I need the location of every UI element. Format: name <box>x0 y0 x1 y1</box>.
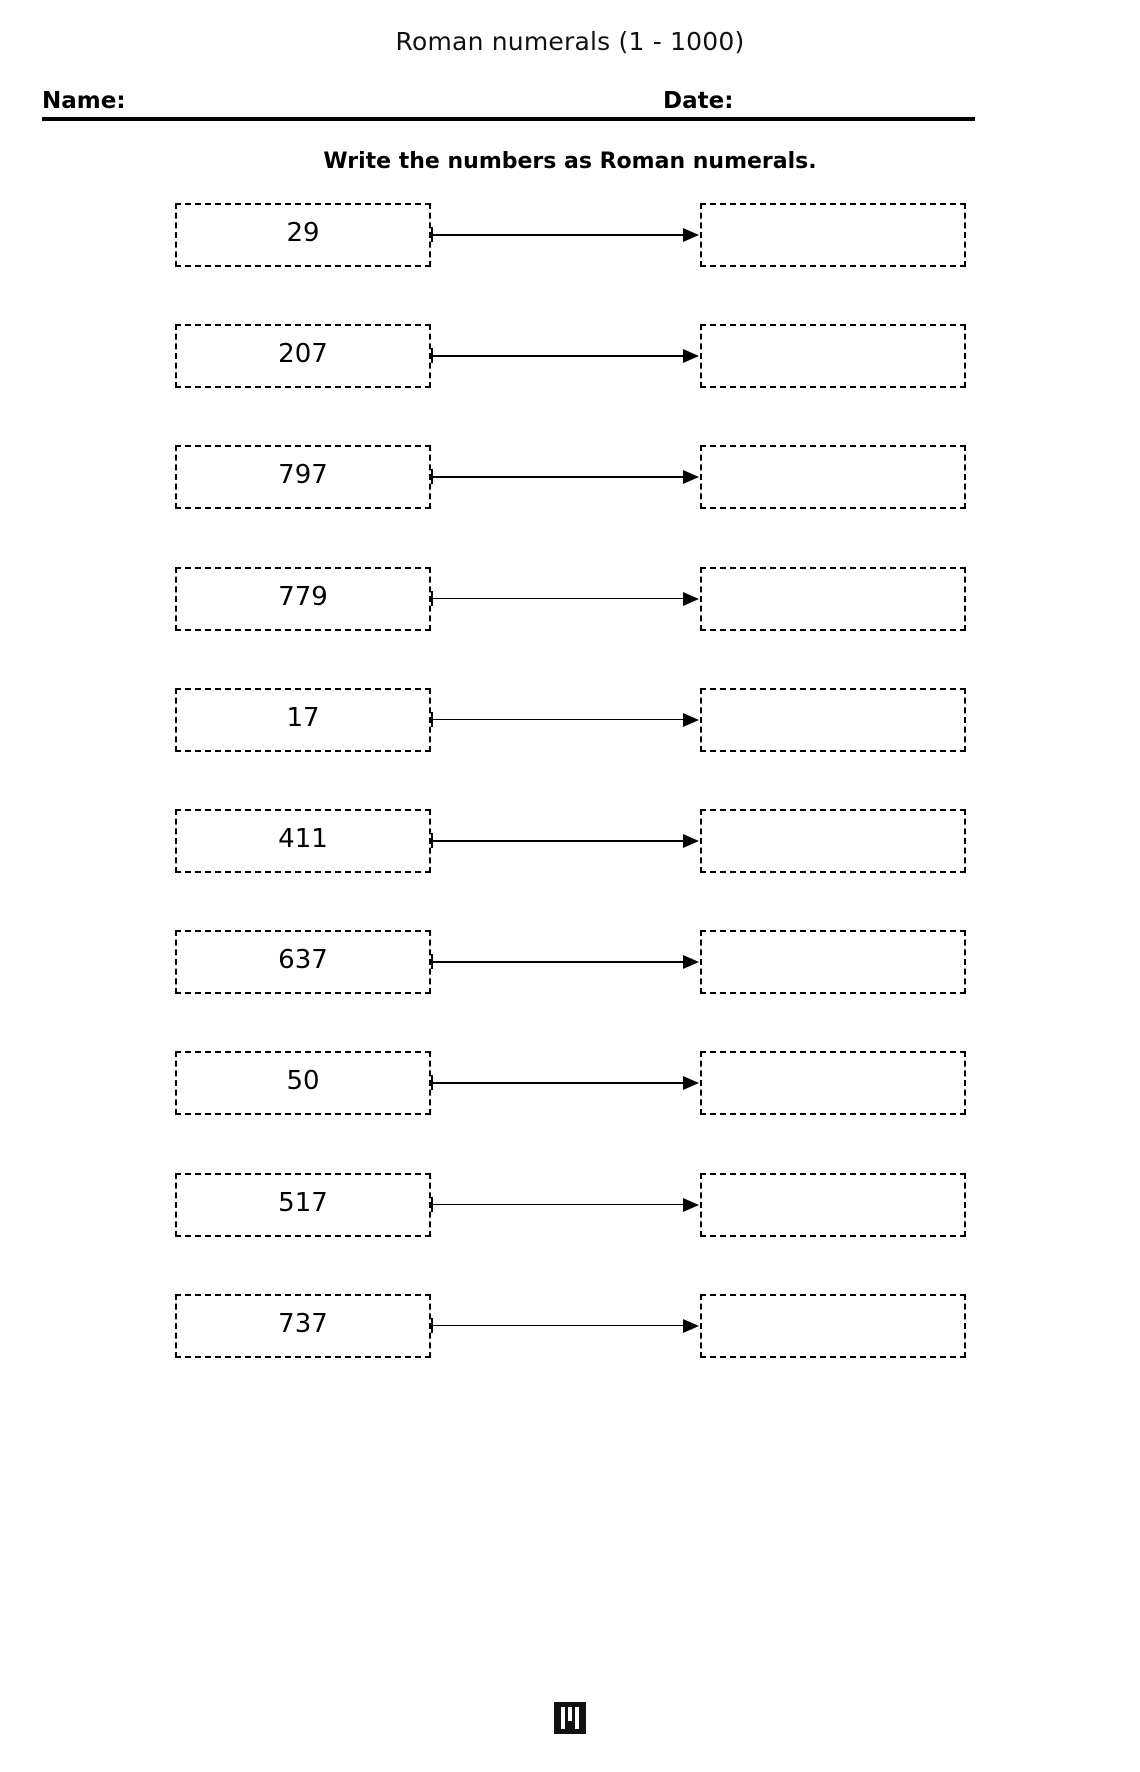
arrow-head <box>683 349 699 364</box>
arrow-icon <box>431 954 700 970</box>
arrow-head <box>683 470 699 485</box>
question-number: 50 <box>286 1066 320 1097</box>
arrow-head <box>683 834 699 848</box>
question-box: 207 <box>175 324 431 389</box>
question-box: 29 <box>175 203 431 267</box>
answer-box[interactable] <box>700 930 966 995</box>
problem-row: 517 <box>0 1172 1140 1239</box>
question-number: 637 <box>278 945 328 976</box>
question-box: 637 <box>175 930 431 995</box>
problem-row: 637 <box>0 930 1140 996</box>
question-box: 779 <box>175 566 431 631</box>
arrow-icon <box>431 1196 700 1212</box>
arrow-shaft <box>431 1324 689 1327</box>
arrow-head <box>683 712 699 727</box>
answer-box[interactable] <box>700 203 966 267</box>
logo-stroke-1 <box>561 1707 565 1729</box>
publisher-logo-icon <box>554 1702 586 1734</box>
question-number: 779 <box>278 581 328 612</box>
problem-row: 50 <box>0 1051 1140 1117</box>
arrow-icon <box>431 227 700 242</box>
question-number: 29 <box>286 218 320 248</box>
problem-row: 207 <box>0 324 1140 390</box>
arrow-icon <box>431 1075 700 1091</box>
name-date-header: Name: Date: <box>42 88 975 122</box>
arrow-shaft <box>431 355 689 357</box>
arrow-shaft <box>431 476 689 478</box>
question-number: 207 <box>278 339 328 370</box>
arrow-shaft <box>431 718 689 721</box>
answer-box[interactable] <box>700 1172 966 1237</box>
problem-row: 779 <box>0 566 1140 633</box>
instruction-text: Write the numbers as Roman numerals. <box>323 149 817 174</box>
arrow-shaft <box>431 961 689 963</box>
problem-row: 411 <box>0 809 1140 875</box>
arrow-icon <box>431 469 700 485</box>
arrow-icon <box>431 590 700 606</box>
logo-stroke-3 <box>575 1707 579 1729</box>
answer-box[interactable] <box>700 1293 966 1358</box>
question-number: 737 <box>278 1308 328 1339</box>
name-label: Name: <box>42 88 126 114</box>
arrow-shaft <box>431 234 689 236</box>
answer-box[interactable] <box>700 324 966 389</box>
arrow-icon <box>431 1317 700 1333</box>
arrow-icon <box>431 833 700 848</box>
arrow-head <box>683 1197 699 1212</box>
question-box: 411 <box>175 809 431 873</box>
arrow-icon <box>431 711 700 727</box>
arrow-head <box>683 228 699 242</box>
question-number: 17 <box>286 702 320 733</box>
answer-box[interactable] <box>700 809 966 873</box>
answer-box[interactable] <box>700 687 966 752</box>
question-number: 517 <box>278 1187 328 1218</box>
question-box: 737 <box>175 1293 431 1358</box>
arrow-shaft <box>431 597 689 600</box>
arrow-icon <box>431 348 700 364</box>
arrow-head <box>683 1318 699 1333</box>
date-label: Date: <box>663 88 734 114</box>
arrow-shaft <box>431 1082 689 1084</box>
question-box: 797 <box>175 445 431 510</box>
question-box: 17 <box>175 687 431 752</box>
logo-stroke-2 <box>568 1707 572 1721</box>
page-title: Roman numerals (1 - 1000) <box>395 27 745 56</box>
question-box: 517 <box>175 1172 431 1237</box>
problem-row: 17 <box>0 687 1140 754</box>
arrow-shaft <box>431 840 689 842</box>
question-box: 50 <box>175 1051 431 1116</box>
answer-box[interactable] <box>700 566 966 631</box>
answer-box[interactable] <box>700 445 966 510</box>
arrow-head <box>683 1076 699 1091</box>
arrow-shaft <box>431 1203 689 1206</box>
arrow-head <box>683 591 699 606</box>
question-number: 797 <box>278 460 328 491</box>
problem-row: 737 <box>0 1293 1140 1360</box>
header-divider <box>42 117 975 121</box>
problem-row: 797 <box>0 445 1140 511</box>
arrow-head <box>683 955 699 970</box>
answer-box[interactable] <box>700 1051 966 1116</box>
question-number: 411 <box>278 824 328 854</box>
problem-row: 29 <box>0 203 1140 269</box>
